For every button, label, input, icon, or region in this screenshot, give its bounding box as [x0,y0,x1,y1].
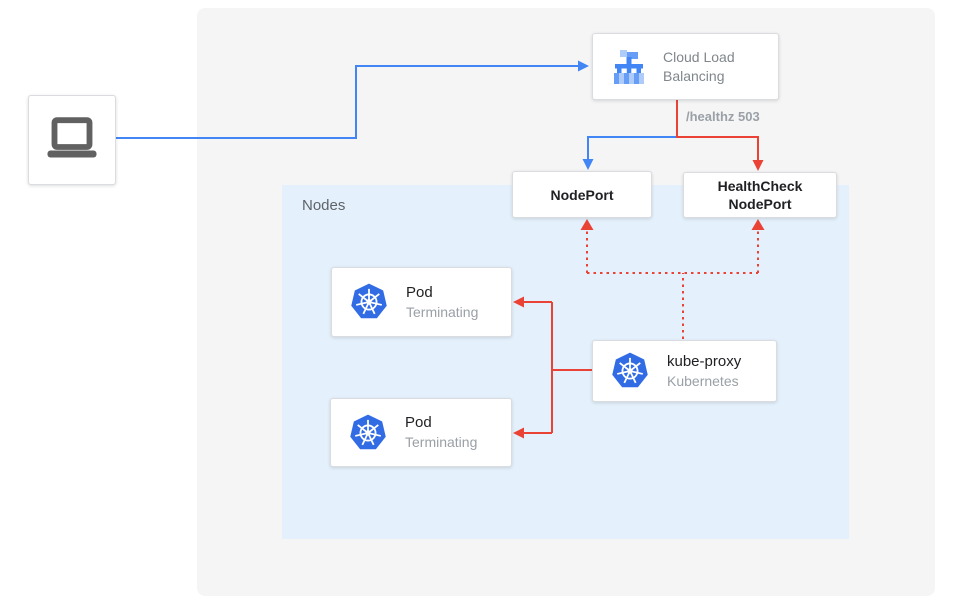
kubernetes-icon [347,412,389,454]
kubernetes-icon [609,350,651,392]
loadbalancer-to-nodeport-connector [587,136,676,160]
kubeproxy-to-pods-connector [524,301,592,434]
kubeproxy-to-nodeports-dotted-connector [586,229,759,339]
pod-status: Terminating [406,303,479,320]
kube-proxy-box: kube-proxy Kubernetes [592,340,777,402]
loadbalancer-to-healthcheck-arrowhead [752,160,764,171]
kubeproxy-to-nodeport-arrowhead [580,219,594,230]
loadbalancer-to-healthcheck-connector [676,100,759,161]
pod-title: Pod [406,283,433,301]
client-to-loadbalancer-connector [116,65,578,139]
load-balancer-box: Cloud Load Balancing [592,33,779,100]
kubeproxy-to-pod2-arrowhead [513,427,524,439]
kube-proxy-title: kube-proxy [667,352,742,370]
kubeproxy-to-pod1-arrowhead [513,296,524,308]
loadbalancer-to-nodeport-arrowhead [582,159,594,170]
pod-status: Terminating [405,434,478,450]
client-box [28,95,116,185]
client-to-loadbalancer-arrowhead [578,60,589,72]
nodes-label: Nodes [302,197,346,214]
nodeport-box: NodePort [512,171,652,218]
nodeport-label: NodePort [550,186,614,203]
kubeproxy-to-healthcheck-arrowhead [751,219,765,230]
kubernetes-icon [348,281,390,323]
kube-proxy-subtitle: Kubernetes [667,372,739,389]
healthcheck-nodeport-box: HealthCheck NodePort [683,172,837,218]
healthcheck-nodeport-label-line2: NodePort [728,196,792,212]
cloud-load-balancing-icon [609,47,649,87]
healthcheck-nodeport-label-line1: HealthCheck [717,178,803,194]
healthz-status-label: /healthz 503 [686,109,760,124]
load-balancer-label: Cloud Load Balancing [663,48,735,84]
pod-title: Pod [405,414,432,431]
pod-box-2: Pod Terminating [330,398,512,467]
laptop-icon [44,114,100,166]
pod-box-1: Pod Terminating [331,267,512,337]
